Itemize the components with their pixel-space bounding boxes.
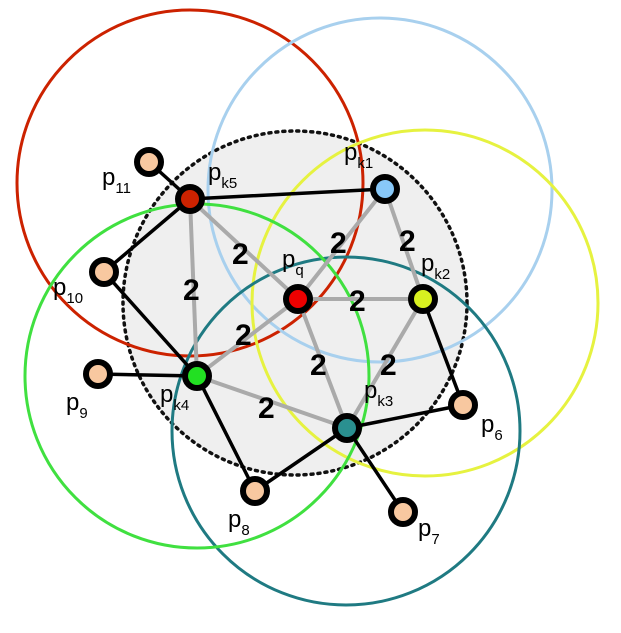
edge-k3-p6 — [345, 403, 465, 430]
node-pk3 — [332, 413, 362, 443]
gray-edges — [188, 187, 425, 430]
weight-q-k3: 2 — [310, 349, 327, 382]
range-circle-k3-teal — [170, 255, 522, 607]
label-pk5: pk5 — [208, 159, 237, 192]
label-pk1: pk1 — [344, 139, 373, 172]
node-pk5 — [175, 184, 205, 214]
node-p7 — [388, 497, 418, 527]
edge-k3-p7 — [345, 426, 405, 514]
node-pk1 — [370, 174, 400, 204]
edge-k1-k2 — [383, 187, 425, 301]
label-p8: p8 — [228, 506, 250, 539]
node-p8 — [240, 476, 270, 506]
label-pk2: pk2 — [421, 250, 450, 283]
label-p6: p6 — [481, 411, 503, 444]
edge-q-k3 — [296, 297, 349, 430]
edge-weights: 2 2 2 2 2 2 2 2 2 — [183, 225, 416, 425]
edge-k4-p8 — [195, 374, 257, 493]
edge-k2-k3 — [345, 297, 425, 430]
weight-k4-k3: 2 — [258, 392, 275, 425]
label-p11: p11 — [102, 164, 131, 197]
nodes — [83, 147, 478, 527]
node-p10 — [89, 257, 119, 287]
label-p7: p7 — [418, 515, 440, 548]
node-p6 — [448, 390, 478, 420]
edge-k5-k1 — [188, 187, 387, 201]
label-p10: p10 — [53, 274, 83, 307]
black-edges — [96, 160, 465, 514]
node-p11 — [134, 147, 164, 177]
edge-q-k4 — [195, 297, 300, 378]
node-pk2 — [408, 284, 438, 314]
node-pq — [283, 284, 313, 314]
node-labels: p11 pk5 pk1 pq pk2 p10 p9 pk4 pk3 p6 p8 … — [53, 139, 503, 548]
edge-p9-k4 — [96, 372, 199, 378]
range-circle-k2-yellow — [250, 128, 600, 478]
label-p9: p9 — [66, 389, 88, 422]
node-pk4 — [182, 361, 212, 391]
node-p9 — [83, 359, 113, 389]
weight-q-k4: 2 — [235, 319, 252, 352]
weight-k2-k3: 2 — [380, 349, 397, 382]
edge-k2-p6 — [421, 297, 465, 407]
weight-k5-k4: 2 — [183, 274, 200, 307]
weight-k1-k2: 2 — [399, 225, 416, 258]
edge-k5-p10 — [102, 197, 192, 274]
edge-q-k5 — [188, 197, 300, 301]
edge-k5-k4 — [188, 197, 199, 378]
label-pk3: pk3 — [364, 377, 393, 410]
weight-q-k1: 2 — [330, 227, 347, 260]
edge-p8-k3 — [253, 426, 349, 493]
edge-p10-k4 — [102, 270, 199, 378]
range-circle-k1-lightblue — [206, 16, 554, 364]
label-pk4: pk4 — [160, 381, 189, 414]
edge-k4-k3 — [195, 374, 349, 430]
weight-q-k2: 2 — [349, 285, 366, 318]
edge-q-k1 — [296, 187, 387, 301]
weight-q-k5: 2 — [232, 238, 249, 271]
label-pq: pq — [282, 246, 304, 279]
